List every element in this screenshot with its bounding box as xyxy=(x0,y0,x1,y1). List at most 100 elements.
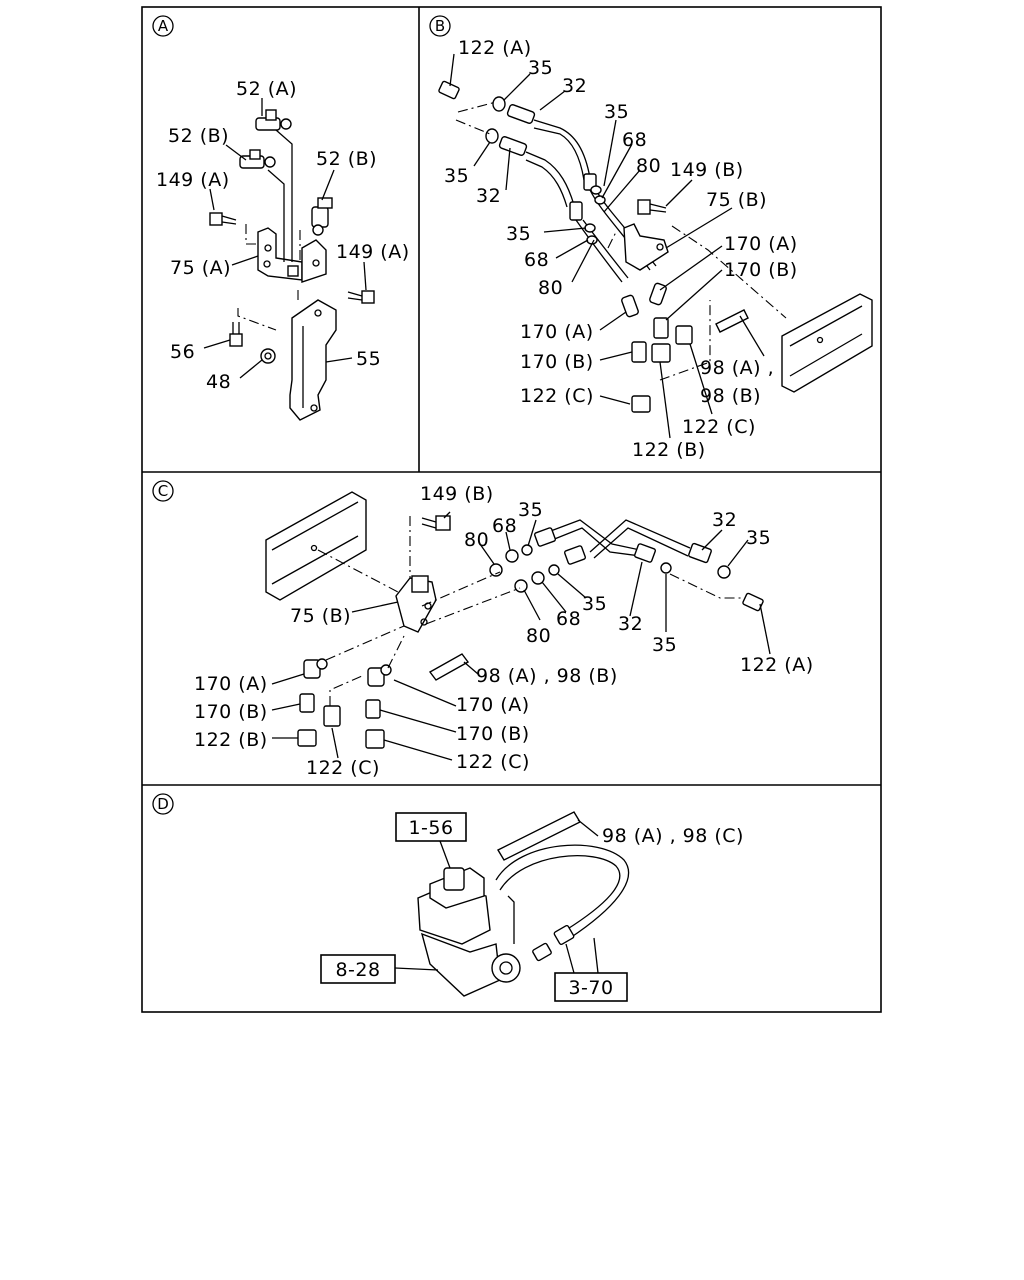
label-170a-left: 170 (A) xyxy=(520,321,594,343)
label-55: 55 xyxy=(356,348,381,370)
label-35-top: 35 xyxy=(528,57,553,79)
washers-c-drawing xyxy=(489,544,731,593)
elbows-170-c-drawing xyxy=(303,658,392,687)
svg-text:3-70: 3-70 xyxy=(568,977,613,999)
label-75b: 75 (B) xyxy=(706,189,767,211)
bolt-149b-drawing xyxy=(637,199,667,215)
svg-text:8-28: 8-28 xyxy=(335,959,380,981)
c-label-35-mid: 35 xyxy=(582,593,607,615)
svg-text:1-56: 1-56 xyxy=(408,817,453,839)
label-56: 56 xyxy=(170,341,195,363)
svg-text:B: B xyxy=(435,17,445,35)
bracket-55-drawing xyxy=(289,299,337,421)
ref-box-8-28[interactable]: 8-28 xyxy=(320,954,396,984)
label-122a: 122 (A) xyxy=(458,37,532,59)
panel-a: A xyxy=(152,15,410,421)
connector-122a-drawing xyxy=(438,80,460,100)
label-35-mid: 35 xyxy=(444,165,469,187)
c-label-32-right: 32 xyxy=(712,509,737,531)
c-label-68-mid: 68 xyxy=(556,608,581,630)
label-32-mid: 32 xyxy=(476,185,501,207)
c-label-122c-right: 122 (C) xyxy=(456,751,530,773)
label-35-right: 35 xyxy=(604,101,629,123)
pipe-98-c-drawing xyxy=(428,653,470,681)
hose-32-mid-drawing xyxy=(498,136,583,221)
c-label-122a: 122 (A) xyxy=(740,654,814,676)
c-label-98: 98 (A) , 98 (B) xyxy=(476,665,618,687)
c-label-80-mid: 80 xyxy=(526,625,551,647)
panel-c-marker: C xyxy=(152,480,174,502)
pipes-c-drawing xyxy=(534,519,712,565)
fitting-52b-left-drawing xyxy=(239,149,276,169)
nut-48-drawing xyxy=(260,348,276,364)
label-52b-right: 52 (B) xyxy=(316,148,377,170)
label-32-top: 32 xyxy=(562,75,587,97)
bolt-149a-left-drawing xyxy=(209,212,237,226)
d-label-98: 98 (A) , 98 (C) xyxy=(602,825,744,847)
label-98a: 98 (A) , xyxy=(700,357,774,379)
c-label-35-right: 35 xyxy=(746,527,771,549)
panel-d: D 1-56 8-28 3-70 xyxy=(152,793,744,1002)
bracket-75b-c-drawing xyxy=(395,575,437,633)
label-122c-right: 122 (C) xyxy=(682,416,756,438)
panel-d-marker: D xyxy=(152,793,174,815)
svg-text:D: D xyxy=(157,795,169,813)
label-98b: 98 (B) xyxy=(700,385,761,407)
bracket-75a-drawing xyxy=(257,227,327,283)
c-label-170a-right: 170 (A) xyxy=(456,694,530,716)
frame-rail-c-drawing xyxy=(265,491,367,601)
ref-box-3-70[interactable]: 3-70 xyxy=(554,972,628,1002)
connector-122a-c-drawing xyxy=(742,592,764,612)
label-170a-right: 170 (A) xyxy=(724,233,798,255)
label-52a: 52 (A) xyxy=(236,78,297,100)
label-149a-right: 149 (A) xyxy=(336,241,410,263)
c-label-122c-left: 122 (C) xyxy=(306,757,380,779)
c-label-170b-left: 170 (B) xyxy=(194,701,268,723)
pipe-98-b-drawing xyxy=(715,309,749,333)
label-48: 48 xyxy=(206,371,231,393)
bolt-56-drawing xyxy=(229,322,243,347)
c-label-35-low: 35 xyxy=(652,634,677,656)
frame-rail-b-drawing xyxy=(781,293,873,393)
label-149a-left: 149 (A) xyxy=(156,169,230,191)
label-80-right: 80 xyxy=(636,155,661,177)
ref-box-1-56[interactable]: 1-56 xyxy=(395,812,467,842)
c-label-68-top: 68 xyxy=(492,515,517,537)
label-122b: 122 (B) xyxy=(632,439,706,461)
c-label-35-top: 35 xyxy=(518,499,543,521)
label-122c-left: 122 (C) xyxy=(520,385,594,407)
bolt-149a-right-drawing xyxy=(347,290,375,304)
svg-text:C: C xyxy=(158,482,168,500)
label-52b-left: 52 (B) xyxy=(168,125,229,147)
label-170b-right: 170 (B) xyxy=(724,259,798,281)
svg-text:A: A xyxy=(158,17,169,35)
panel-a-marker: A xyxy=(152,15,174,37)
label-80-low: 80 xyxy=(538,277,563,299)
couplings-170b-c-drawing xyxy=(299,693,381,719)
c-label-32-mid: 32 xyxy=(618,613,643,635)
label-75a: 75 (A) xyxy=(170,257,231,279)
panel-b: B xyxy=(429,15,873,461)
label-68-low: 68 xyxy=(524,249,549,271)
c-label-170b-right: 170 (B) xyxy=(456,723,530,745)
diagram-frame xyxy=(141,6,882,1013)
c-label-149b: 149 (B) xyxy=(420,483,494,505)
fitting-52a-drawing xyxy=(255,109,292,131)
valve-assembly-d-drawing xyxy=(417,867,521,997)
bracket-75b-drawing xyxy=(623,223,669,271)
label-170b-left: 170 (B) xyxy=(520,351,594,373)
label-149b: 149 (B) xyxy=(670,159,744,181)
c-label-75b: 75 (B) xyxy=(290,605,351,627)
panel-b-marker: B xyxy=(429,15,451,37)
c-label-170a-left: 170 (A) xyxy=(194,673,268,695)
bolt-149b-c-drawing xyxy=(421,515,451,531)
panel-c: C xyxy=(152,480,814,779)
c-label-122b: 122 (B) xyxy=(194,729,268,751)
label-68-right: 68 xyxy=(622,129,647,151)
unions-122-b-drawing xyxy=(631,325,693,413)
elbows-170a-b-drawing xyxy=(621,282,667,318)
c-label-80-top: 80 xyxy=(464,529,489,551)
label-35-low: 35 xyxy=(506,223,531,245)
fitting-52b-right-drawing xyxy=(311,197,333,236)
